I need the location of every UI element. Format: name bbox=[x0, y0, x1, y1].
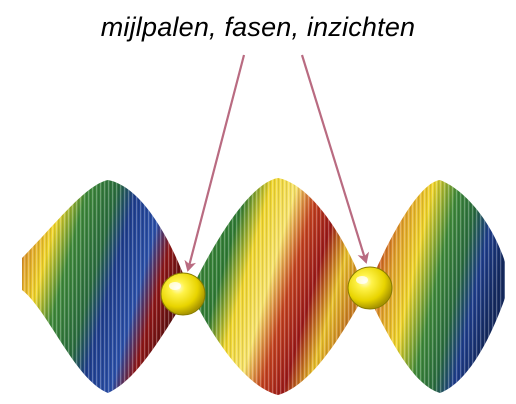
wave-lobe-middle bbox=[190, 178, 366, 395]
bead-left bbox=[161, 273, 205, 315]
bead-right bbox=[348, 267, 392, 309]
